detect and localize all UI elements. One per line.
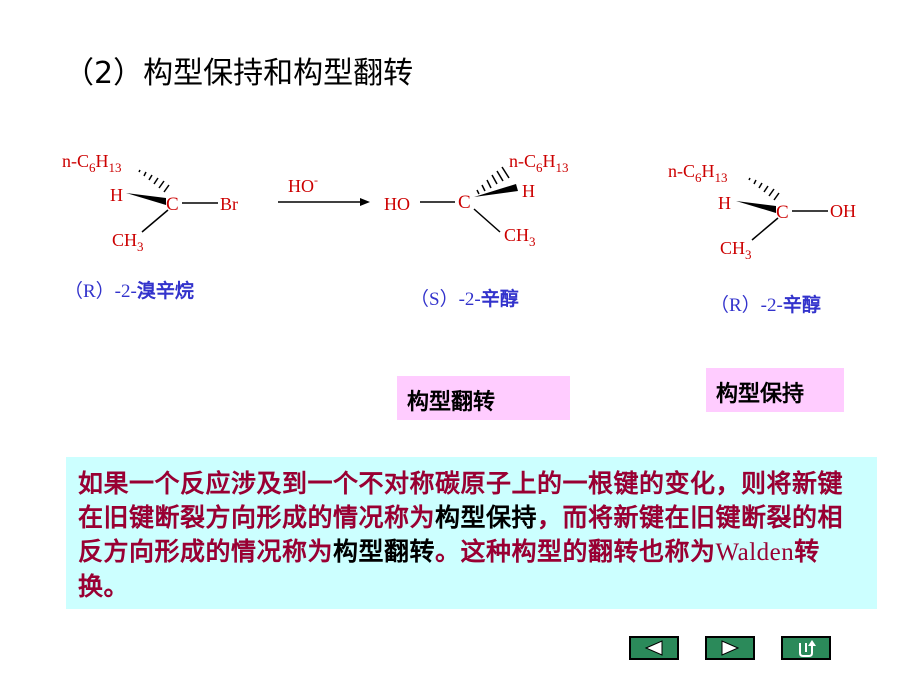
hashed-bond [476,166,510,195]
reaction-arrow: HO- [278,173,370,206]
name-prefix: （R）-2- [64,281,137,302]
hexyl-label: n-C6H13 [509,151,569,175]
arrow-head-icon [360,198,370,206]
definition-text: ，而将新键在旧键断裂的相反方向形成的情况称为 [78,503,844,566]
hydroxyl-label: HO [384,194,410,214]
keyword-inversion: 构型翻转 [333,537,436,566]
return-arrow-icon [799,640,816,657]
methyl-label: CH3 [112,230,144,254]
molecule-r-2-bromooctane: n-C6H13 H C Br CH3 [62,151,238,254]
right-triangle-icon [721,640,740,656]
name-prefix: （R）-2- [710,295,783,316]
name-chinese: 辛醇 [480,288,519,310]
molecule-s-2-octanol: HO C n-C6H13 H CH3 [384,151,569,249]
next-slide-button[interactable] [705,636,755,660]
bond-c-ch3 [751,217,779,241]
methyl-label: CH3 [720,238,752,262]
definition-text: 如果一个反应涉及到一个不对称碳原子上的一根键的变化，则将新键在旧键断裂方向形成的… [78,469,844,532]
carbon-label: C [458,192,471,213]
bond-c-ch3 [141,209,169,233]
wedge-bond [126,193,166,205]
hexyl-label: n-C6H13 [62,151,122,175]
name-chinese: 辛醇 [782,294,821,316]
carbon-label: C [776,202,789,223]
compound-name-r-2-bromooctane: （R）-2-溴辛烷 [64,276,194,303]
wedge-bond [474,184,518,197]
inversion-label: 构型翻转 [397,376,570,420]
reagent-label: HO- [288,173,318,196]
definition-box: 如果一个反应涉及到一个不对称碳原子上的一根键的变化，则将新键在旧键断裂方向形成的… [66,457,877,609]
carbon-label: C [166,194,179,215]
hydrogen-label: H [522,181,535,201]
molecule-r-2-octanol: n-C6H13 H C OH CH3 [668,161,856,262]
previous-slide-button[interactable] [629,636,679,660]
left-triangle-icon [644,640,663,656]
hashed-bond [138,169,170,193]
hashed-bond [748,177,780,201]
hydrogen-label: H [718,193,731,213]
compound-name-s-2-octanol: （S）-2-辛醇 [410,284,519,311]
bromine-label: Br [220,194,238,214]
bond-c-ch3 [473,208,501,233]
keyword-retention: 构型保持 [435,503,538,532]
return-button[interactable] [781,636,831,660]
walden-term: Walden [715,539,795,566]
hexyl-label: n-C6H13 [668,161,728,185]
name-prefix: （S）-2- [410,289,481,310]
methyl-label: CH3 [504,225,536,249]
reaction-scheme: n-C6H13 H C Br CH3 HO- HO C [62,151,856,262]
definition-text: 转换。 [78,537,820,601]
compound-name-r-2-octanol: （R）-2-辛醇 [710,290,821,317]
wedge-bond [736,201,776,213]
definition-text: 。这种构型的翻转也称为 [435,537,716,566]
hydrogen-label: H [110,185,123,205]
hydroxyl-label: OH [830,201,856,221]
slide-title: （2）构型保持和构型翻转 [64,56,414,91]
retention-label: 构型保持 [706,368,844,412]
name-chinese: 溴辛烷 [136,280,194,302]
